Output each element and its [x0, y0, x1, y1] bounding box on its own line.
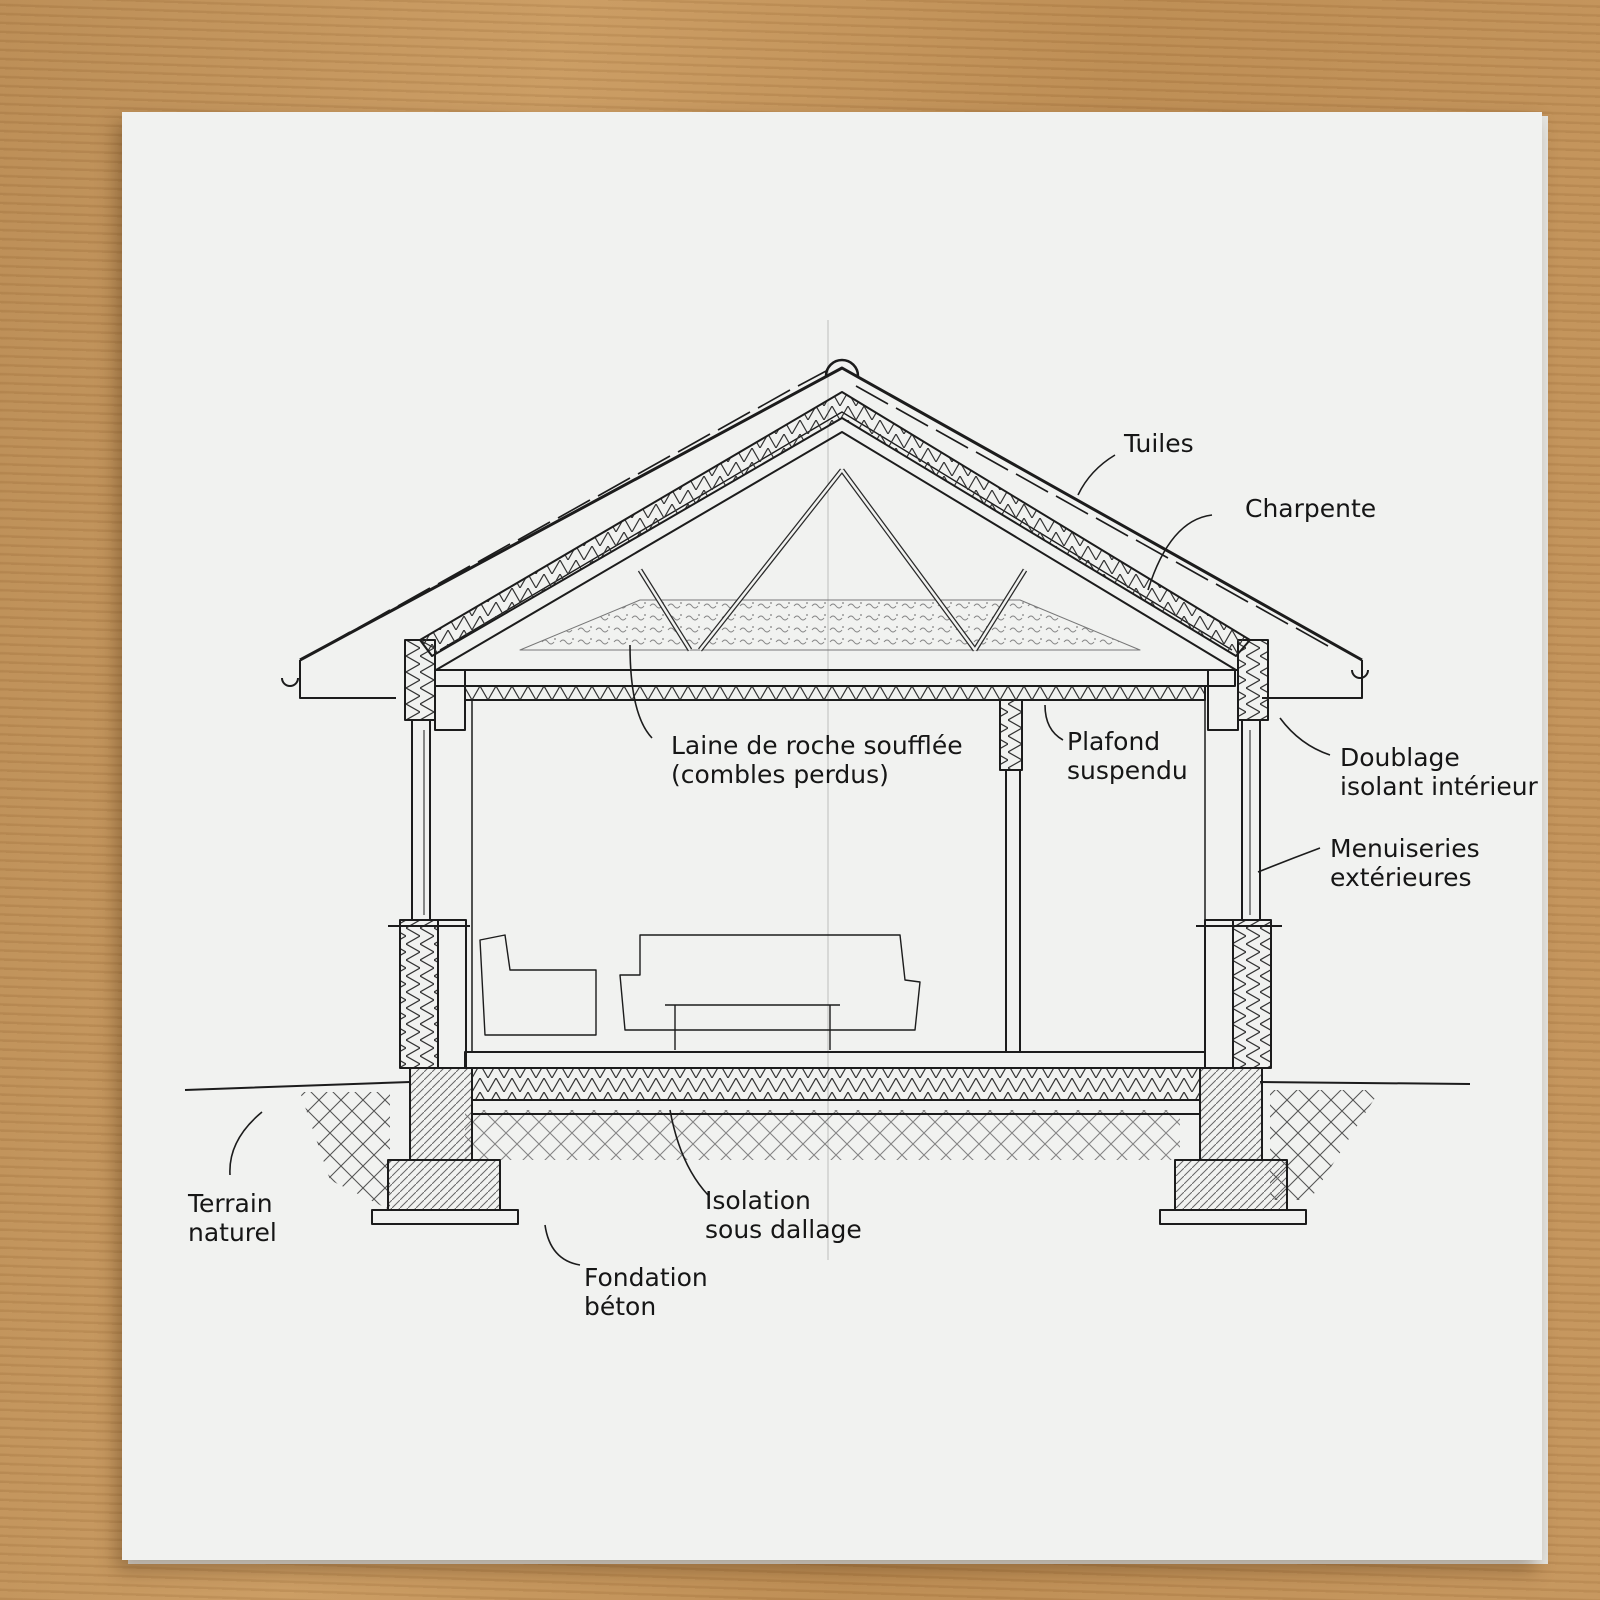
ground-fill-under-slab: [465, 1110, 1180, 1160]
lower-wall-left-insulation: [399, 919, 439, 1069]
foundation-base-left: [371, 1209, 519, 1225]
foundation-footing-right: [1174, 1159, 1288, 1211]
paper-sheet: [122, 112, 1542, 1560]
foundation-base-right: [1159, 1209, 1307, 1225]
armchair: [479, 934, 597, 1036]
floor-slab: [464, 1051, 1206, 1069]
wall-head-right: [1237, 639, 1269, 721]
wall-plate-right: [1207, 669, 1239, 731]
lower-wall-right-insulation: [1232, 919, 1272, 1069]
leader-lines: [229, 454, 1331, 1266]
underslab-insulation: [471, 1067, 1201, 1101]
label-plafond-line1: Plafond: [1067, 727, 1161, 756]
lower-wall-left-lining: [437, 919, 467, 1069]
wall-plate-left: [434, 669, 466, 731]
label-laine-line1: Laine de roche soufflée: [671, 731, 963, 760]
label-doublage-line2: isolant intérieur: [1340, 772, 1538, 801]
sofa: [619, 934, 921, 1031]
ceiling-hanger: [999, 699, 1023, 771]
window-frame-left: [411, 719, 431, 921]
interior-partition-post: [1005, 769, 1021, 1053]
roof-eaves: [299, 660, 1363, 699]
ground-fill-right: [1270, 1090, 1380, 1200]
rafters-charpente: [419, 391, 1251, 657]
label-laine-line2: (combles perdus): [671, 760, 889, 789]
label-isolation-line2: sous dallage: [705, 1215, 862, 1244]
ridge-tile: [824, 358, 860, 377]
label-doublage-line1: Doublage: [1340, 743, 1460, 772]
label-isolation-line1: Isolation: [705, 1186, 811, 1215]
roof-tiles-line: [299, 366, 1363, 662]
ground-fill-left: [300, 1092, 390, 1210]
label-menuiseries: Menuiseries extérieures: [1330, 834, 1480, 892]
label-fondation-beton: Fondation béton: [584, 1263, 708, 1321]
foundation-footing-left: [387, 1159, 501, 1211]
ceiling-joist: [434, 669, 1236, 687]
blown-rockwool: [519, 599, 1141, 651]
truss-bottom-outline: [435, 431, 1237, 671]
coffee-table: [665, 1004, 840, 1050]
label-isolation-sous-dallage: Isolation sous dallage: [705, 1186, 862, 1244]
label-charpente: Charpente: [1245, 494, 1377, 523]
window-frame-right: [1241, 719, 1261, 921]
label-terrain-line1: Terrain: [188, 1189, 273, 1218]
underslab-layer: [471, 1099, 1201, 1115]
label-tuiles: Tuiles: [1124, 429, 1194, 458]
label-laine-de-roche: Laine de roche soufflée (combles perdus): [671, 731, 963, 789]
label-menuiseries-line1: Menuiseries: [1330, 834, 1480, 863]
ground-line: [184, 1081, 1471, 1091]
label-fondation-line2: béton: [584, 1292, 657, 1321]
label-plafond-line2: suspendu: [1067, 756, 1188, 785]
label-doublage-isolant: Doublage isolant intérieur: [1340, 743, 1538, 801]
label-terrain-line2: naturel: [188, 1218, 277, 1247]
label-plafond-suspendu: Plafond suspendu: [1067, 727, 1188, 785]
foundation-wall-right: [1199, 1067, 1263, 1161]
label-menuiseries-line2: extérieures: [1330, 863, 1472, 892]
roof-tiles: [317, 369, 1329, 651]
gutters: [281, 669, 1369, 687]
label-terrain-naturel: Terrain naturel: [188, 1189, 277, 1247]
lower-wall-right-lining: [1204, 919, 1234, 1069]
label-fondation-line1: Fondation: [584, 1263, 708, 1292]
suspended-ceiling: [464, 685, 1206, 701]
living-room-furniture: [479, 934, 921, 1050]
foundation-wall-left: [409, 1067, 473, 1161]
